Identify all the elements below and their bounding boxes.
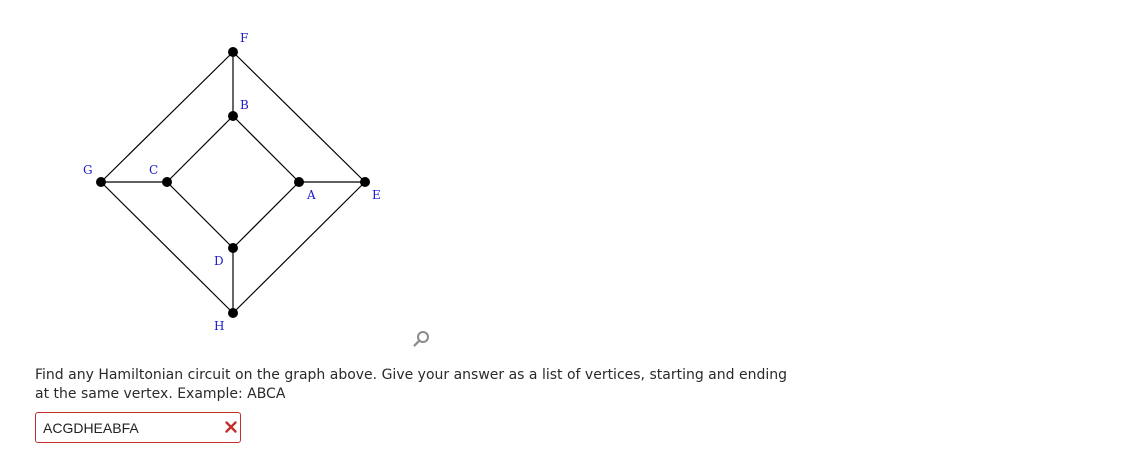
edge-ad xyxy=(232,181,300,249)
edge-ba xyxy=(232,115,300,183)
vertex-c xyxy=(162,177,172,187)
vertex-label-e: E xyxy=(372,188,381,202)
vertex-h xyxy=(228,308,238,318)
answer-input[interactable] xyxy=(36,413,216,442)
edge-eh xyxy=(232,181,366,314)
graph-labels: F B G C A E D H xyxy=(83,31,381,333)
vertex-e xyxy=(360,177,370,187)
magnifier-icon[interactable] xyxy=(410,328,432,350)
vertex-label-h: H xyxy=(214,319,224,333)
vertex-d xyxy=(228,243,238,253)
vertex-label-a: A xyxy=(306,188,316,202)
edge-fe xyxy=(232,51,366,183)
vertex-f xyxy=(228,47,238,57)
edge-gh xyxy=(100,181,234,314)
vertex-label-d: D xyxy=(214,254,224,268)
question-text: Find any Hamiltonian circuit on the grap… xyxy=(35,366,835,404)
hamiltonian-graph: F B G C A E D H xyxy=(83,31,381,333)
vertex-a xyxy=(294,177,304,187)
vertex-b xyxy=(228,111,238,121)
answer-field-container xyxy=(35,412,241,443)
graph-edges xyxy=(100,51,366,314)
edge-cd xyxy=(166,181,234,249)
vertex-label-f: F xyxy=(240,31,248,45)
vertex-g xyxy=(96,177,106,187)
edge-bc xyxy=(166,115,234,183)
graph-vertices xyxy=(96,47,370,318)
vertex-label-b: B xyxy=(240,98,249,112)
question-line-1: Find any Hamiltonian circuit on the grap… xyxy=(35,367,787,383)
vertex-label-c: C xyxy=(149,163,158,177)
x-icon xyxy=(225,421,237,433)
vertex-label-g: G xyxy=(83,163,93,177)
question-line-2: at the same vertex. Example: ABCA xyxy=(35,386,286,402)
edge-fg xyxy=(100,51,234,183)
